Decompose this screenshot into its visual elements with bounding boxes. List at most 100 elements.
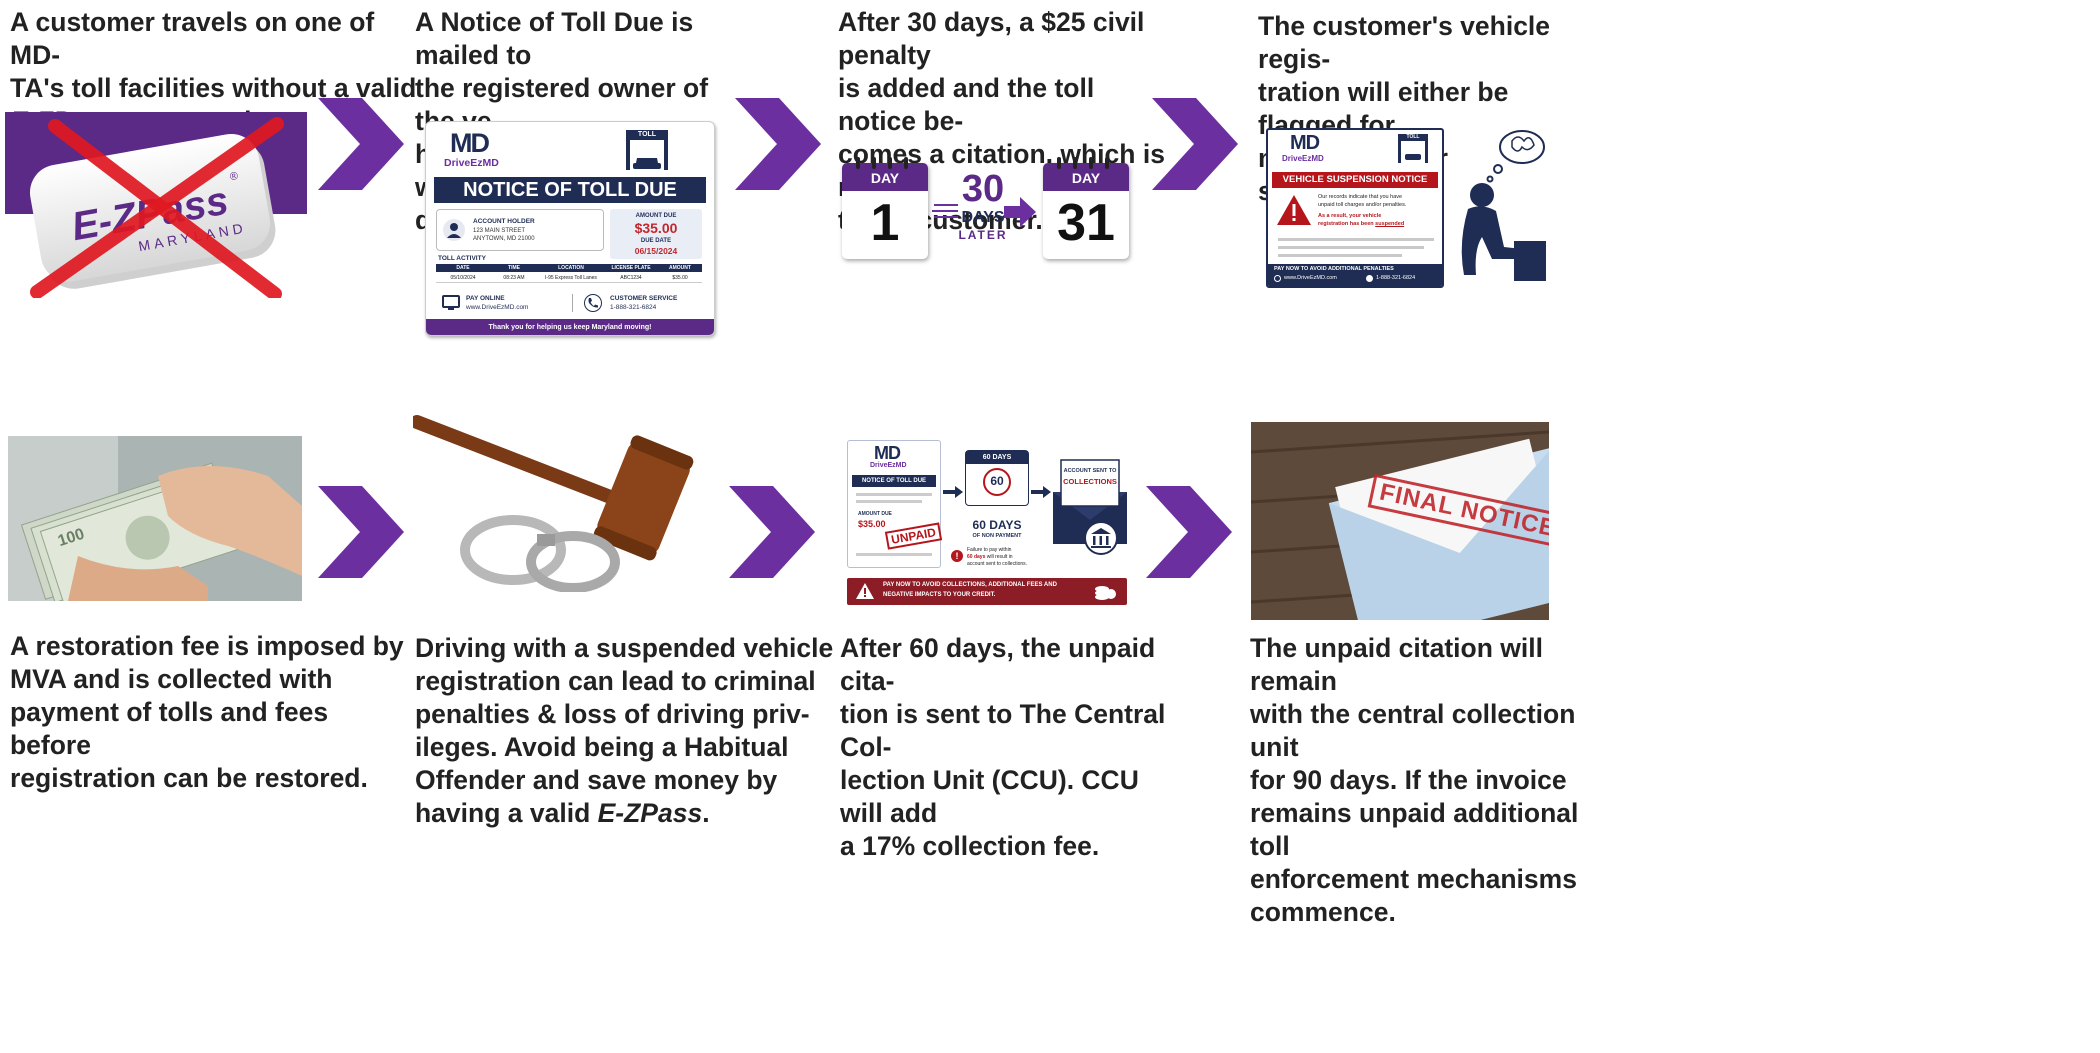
- banner-line2: NEGATIVE IMPACTS TO YOUR CREDIT.: [883, 592, 996, 598]
- computer-icon: [442, 294, 460, 312]
- suspended-word: suspended: [1375, 221, 1405, 227]
- suspension-text-line4-start: registration has been: [1318, 221, 1376, 227]
- calendar-day-1: DAY 1: [842, 163, 928, 259]
- suspension-footer-url: www.DriveEzMD.com: [1284, 275, 1337, 281]
- ezpass-transponder-illustration: E-ZPass ® MARYLAND: [5, 112, 307, 298]
- brand-name: DriveEzMD: [444, 157, 499, 169]
- arrow-right-icon: [1004, 197, 1036, 227]
- phone-icon: [584, 294, 602, 312]
- speed-lines: [932, 204, 958, 218]
- drive-ez-md-logo: MD DriveEzMD: [444, 128, 520, 170]
- alert-icon: !: [951, 550, 963, 562]
- md-logo-letters: MD: [874, 443, 901, 463]
- step7-text-end: .: [702, 798, 710, 828]
- amount-due-label: AMOUNT DUE: [858, 511, 892, 517]
- cell-location: I-95 Express Toll Lanes: [545, 275, 597, 281]
- ezpass-transponder-crossed-image: E-ZPass ® MARYLAND: [5, 108, 307, 298]
- days-count: 30: [961, 168, 1005, 210]
- sixty-days-heading: 60 DAYS: [972, 518, 1022, 532]
- holder-address-line1: 123 MAIN STREET: [473, 228, 526, 234]
- cash-payment-image: 100: [8, 436, 302, 601]
- suspension-footer-phone: 1-888-321-6824: [1376, 275, 1416, 281]
- sixty-days-emphasis: 60 days: [967, 554, 986, 560]
- arrow-right-icon: [943, 486, 963, 498]
- registered-mark: ®: [229, 170, 239, 183]
- final-notice-envelope-image: FINAL NOTICE: [1251, 422, 1549, 620]
- pay-online-url: www.DriveEzMD.com: [466, 304, 529, 311]
- warning-line2-end: will result in: [985, 554, 1013, 560]
- suspension-footer: PAY NOW TO AVOID ADDITIONAL PENALTIES ww…: [1268, 264, 1442, 286]
- warning-line2: 60 days will result in: [967, 554, 1013, 560]
- suspension-text-line2: unpaid toll charges and/or penalties.: [1318, 202, 1407, 208]
- calendar-rings: [856, 157, 908, 169]
- due-date-value: 06/15/2024: [634, 246, 678, 256]
- toll-activity-label: TOLL ACTIVITY: [438, 255, 486, 262]
- suspension-text-line3: As a result, your vehicle: [1318, 213, 1382, 219]
- warning-icon: [1277, 195, 1311, 225]
- vehicle-suspension-notice-document: MD DriveEzMD TOLL VEHICLE SUSPENSION NOT…: [1266, 128, 1444, 288]
- calendar-60-days-icon: 60 DAYS 60: [965, 450, 1029, 506]
- placeholder-line: [1278, 254, 1402, 257]
- warning-icon: [856, 583, 874, 599]
- pay-online-label: PAY ONLINE: [466, 295, 505, 302]
- coins-icon: [1095, 586, 1116, 600]
- calendar-day-number: 1: [870, 194, 900, 252]
- chevron-right-icon: [735, 98, 821, 190]
- amount-due-label: AMOUNT DUE: [635, 213, 677, 219]
- notice-doc-title: NOTICE OF TOLL DUE: [852, 475, 936, 487]
- placeholder-line: [1278, 238, 1434, 241]
- col-amount: AMOUNT: [669, 265, 691, 271]
- amount-due-box: AMOUNT DUE $35.00 DUE DATE 06/15/2024: [610, 209, 702, 259]
- brand-name: DriveEzMD: [1282, 154, 1324, 163]
- worried-person-icon: [1461, 130, 1546, 281]
- customer-service-label: CUSTOMER SERVICE: [610, 295, 678, 302]
- account-holder-box: ACCOUNT HOLDER 123 MAIN STREET ANYTOWN, …: [436, 209, 604, 251]
- chevron-right-icon: [1146, 486, 1232, 578]
- col-date: DATE: [456, 265, 470, 271]
- col-time: TIME: [508, 265, 520, 271]
- calendar-30-days-later-image: DAY 1 30 DAYS LATER DAY 31: [838, 155, 1138, 267]
- user-icon: [443, 219, 465, 241]
- banner-line1: PAY NOW TO AVOID COLLECTIONS, ADDITIONAL…: [883, 582, 1057, 588]
- phone-icon: [1366, 275, 1373, 282]
- warning-line3: account sent to collections.: [967, 561, 1028, 567]
- brand-name: DriveEzMD: [870, 462, 907, 469]
- chevron-right-icon: [318, 98, 404, 190]
- suspension-footer-title: PAY NOW TO AVOID ADDITIONAL PENALTIES: [1274, 266, 1394, 272]
- placeholder-line: [856, 493, 932, 496]
- calendar-rings: [1057, 157, 1109, 169]
- unpaid-stamp: UNPAID: [884, 522, 943, 550]
- notice-title: NOTICE OF TOLL DUE: [434, 177, 706, 203]
- toll-sign-label: TOLL: [1406, 134, 1420, 140]
- placeholder-line: [1278, 246, 1424, 249]
- warning-line1: Failure to pay within: [967, 547, 1012, 553]
- step6-text: After 60 days, the unpaid cita-tion is s…: [840, 633, 1166, 861]
- cell-time: 08:23 AM: [503, 275, 525, 281]
- col-license-plate: LICENSE PLATE: [611, 265, 651, 271]
- collections-process-image: MD DriveEzMD NOTICE OF TOLL DUE AMOUNT D…: [845, 438, 1135, 608]
- envelope-line2: COLLECTIONS: [1063, 477, 1117, 486]
- amount-due-value: $35.00: [858, 519, 886, 529]
- notice-document-icon: MD DriveEzMD NOTICE OF TOLL DUE AMOUNT D…: [847, 440, 943, 568]
- md-logo-letters: MD: [1290, 132, 1320, 154]
- step7-ezpass-emphasis: E-ZPass: [597, 798, 703, 828]
- calendar-header: 60 DAYS: [966, 451, 1028, 464]
- suspension-title: VEHICLE SUSPENSION NOTICE: [1272, 172, 1438, 188]
- globe-icon: [1274, 275, 1281, 282]
- chevron-right-icon: [729, 486, 815, 578]
- due-date-label: DUE DATE: [640, 238, 672, 244]
- calendar-day-number: 31: [1057, 194, 1115, 252]
- non-payment-subheading: OF NON PAYMENT: [972, 533, 1022, 539]
- placeholder-line: [856, 553, 932, 556]
- suspension-text-line4: registration has been suspended: [1318, 221, 1404, 227]
- collections-envelope-icon: ACCOUNT SENT TO COLLECTIONS: [1051, 458, 1129, 556]
- step6-caption: After 60 days, the unpaid cita-tion is s…: [840, 632, 1180, 863]
- collections-warning-banner: PAY NOW TO AVOID COLLECTIONS, ADDITIONAL…: [847, 578, 1127, 605]
